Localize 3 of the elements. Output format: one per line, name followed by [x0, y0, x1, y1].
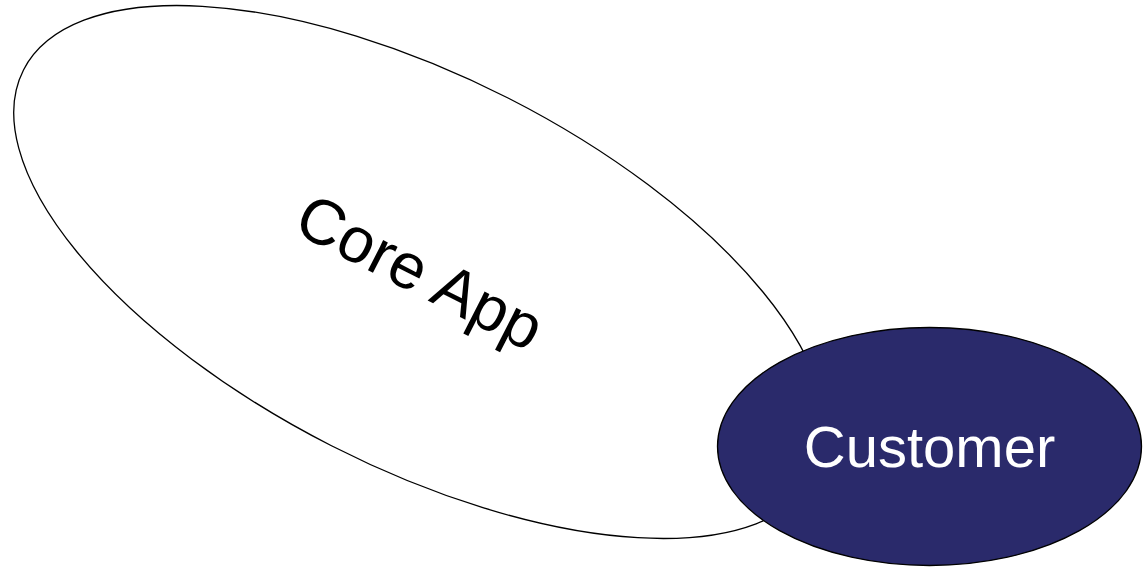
ellipse-node [716, 326, 1143, 567]
node-label: Customer [803, 417, 1056, 476]
node-label: Core App [286, 182, 554, 362]
